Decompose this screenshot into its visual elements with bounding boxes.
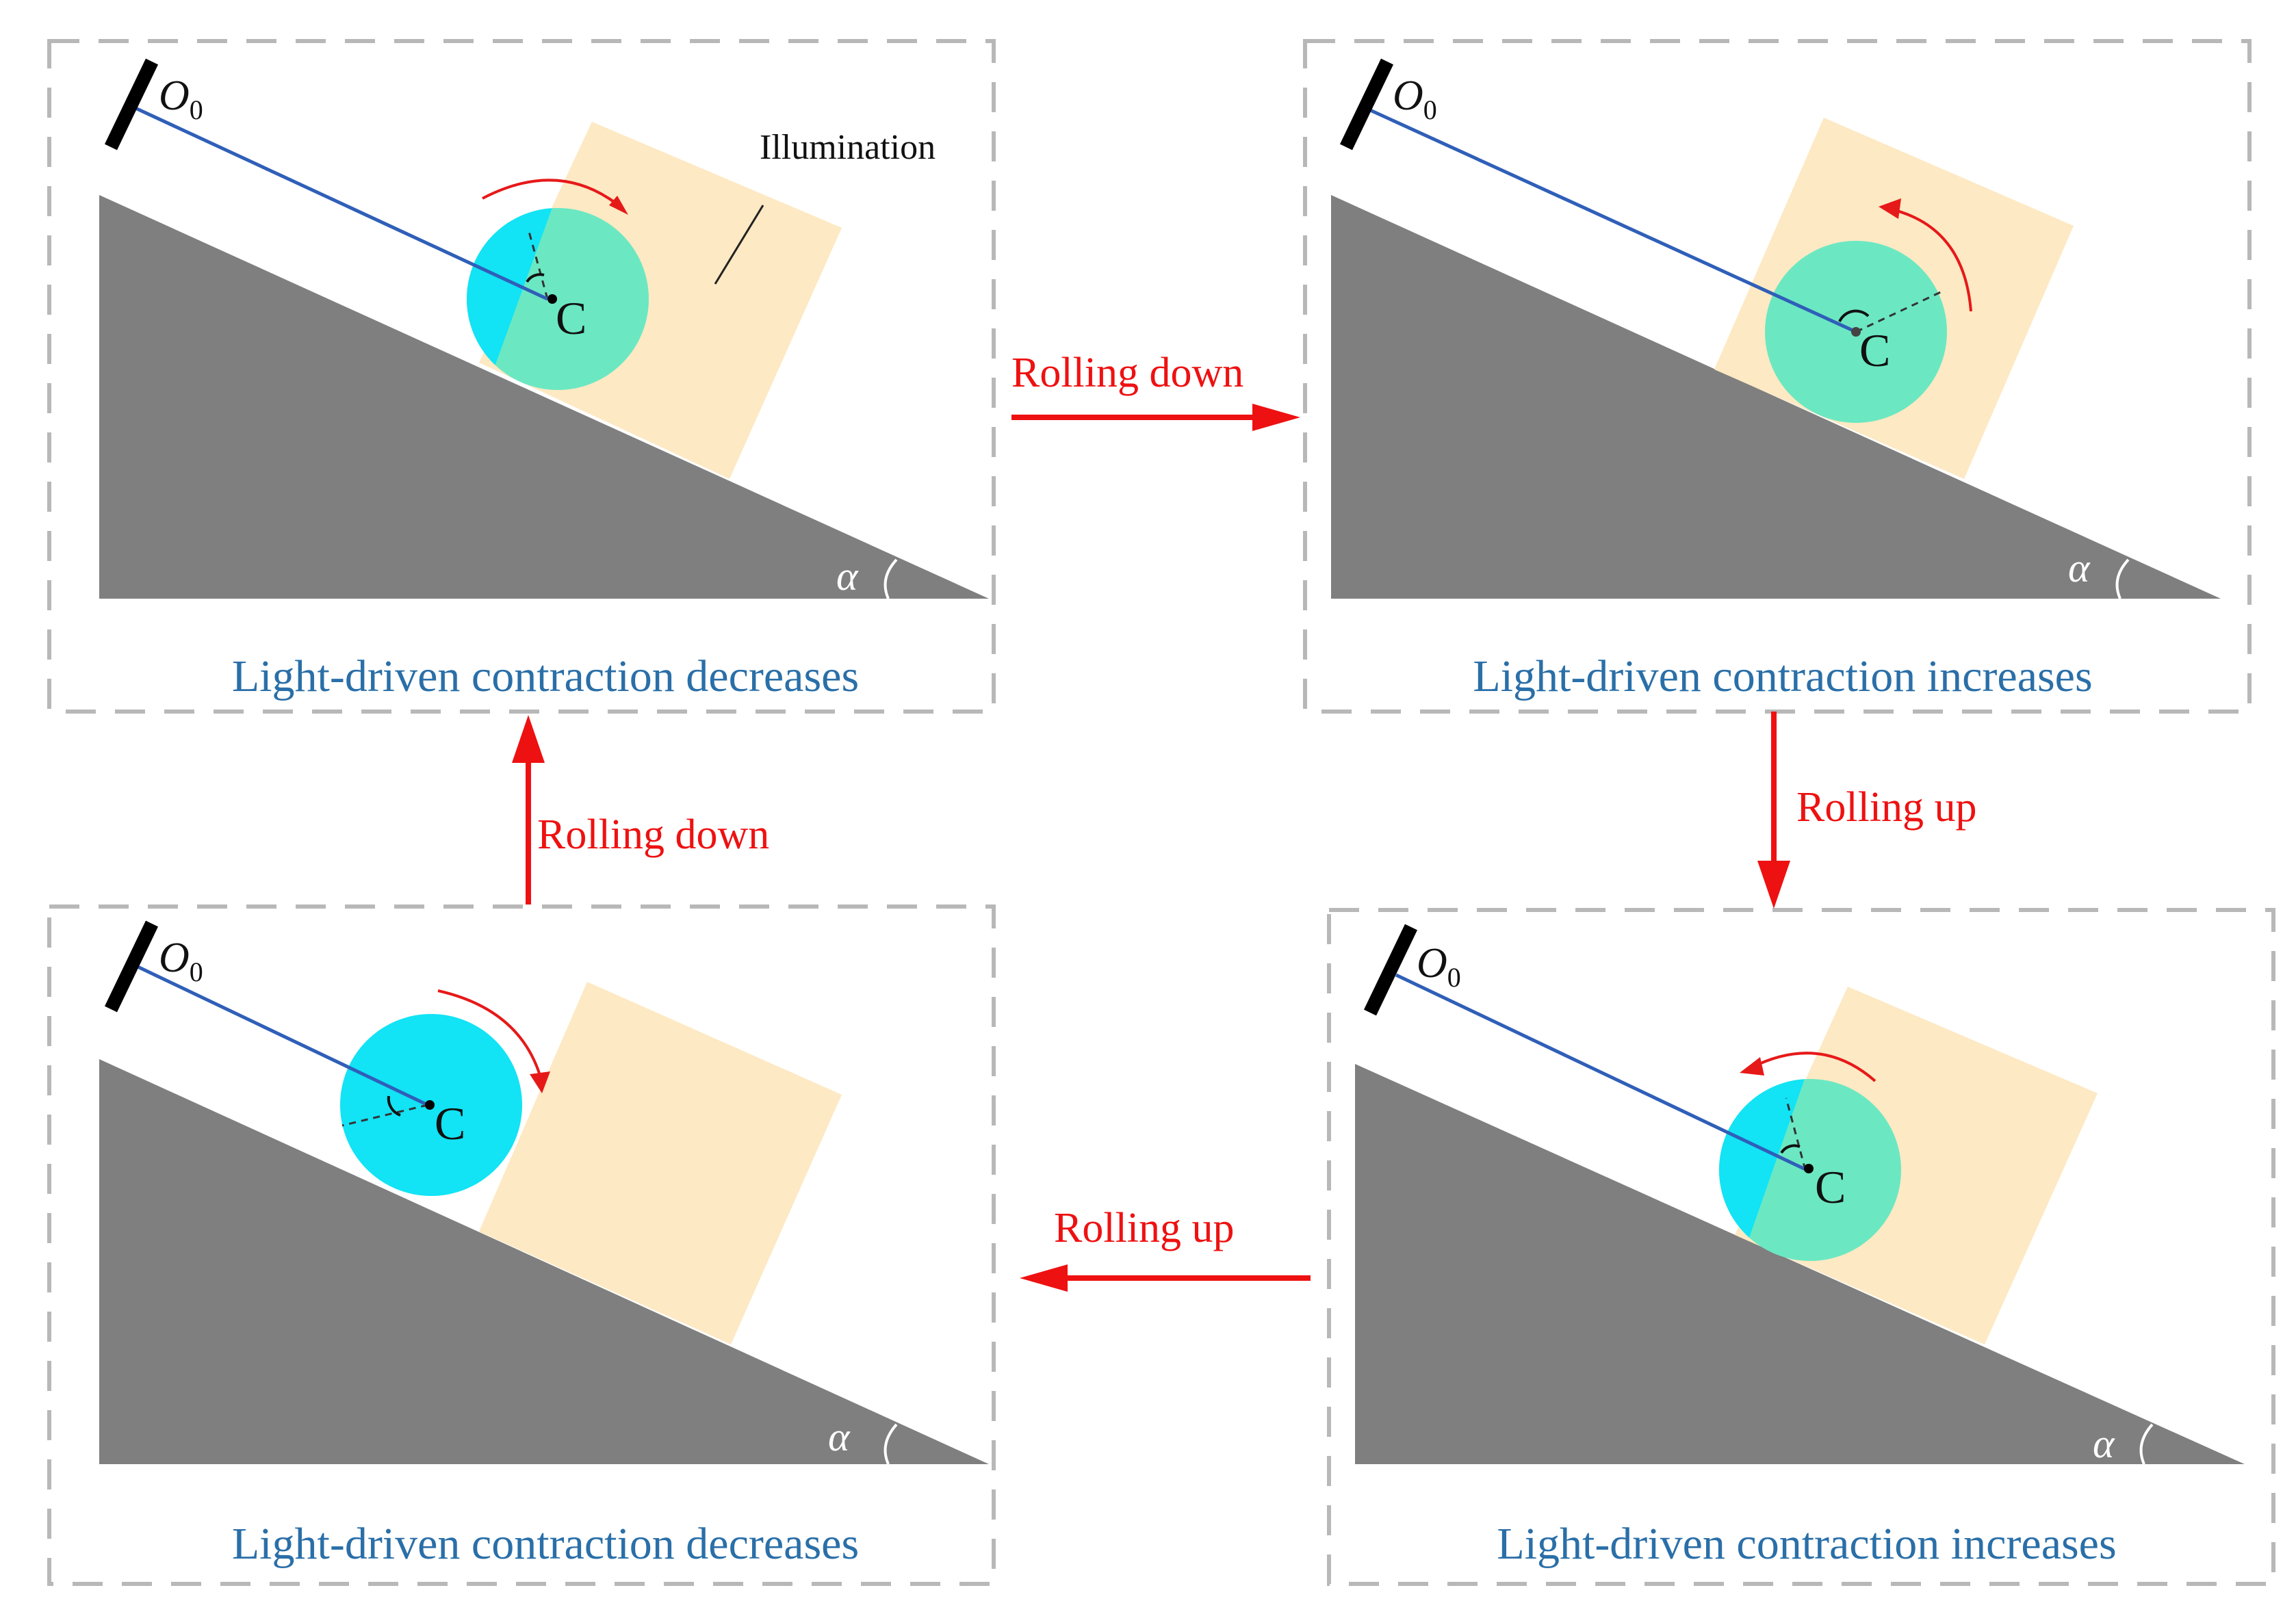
rotation-arrow-icon — [482, 179, 624, 210]
panel-top-left: Illumination O0 C α Light-driven contrac… — [47, 39, 996, 714]
incline-angle-arc — [2115, 558, 2130, 599]
incline — [99, 195, 989, 599]
arrow-head-icon — [1757, 861, 1790, 909]
incline — [1355, 1064, 2245, 1464]
incline — [99, 1059, 989, 1464]
panel-caption: Light-driven contraction decreases — [232, 1519, 859, 1569]
panel-border — [47, 904, 996, 1586]
center-label: C — [435, 1097, 465, 1149]
arrow-head-icon — [1020, 1264, 1068, 1292]
illumination-region — [479, 982, 842, 1344]
panel-bottom-right: O0 C α Light-driven contraction increase… — [1327, 908, 2275, 1586]
angle-marker — [387, 1095, 401, 1117]
panel-caption: Light-driven contraction increases — [1473, 651, 2092, 701]
center-dot — [425, 1100, 435, 1110]
incline-angle-label: α — [828, 1414, 851, 1459]
incline-angle-arc — [883, 1423, 898, 1465]
incline — [1331, 195, 2221, 599]
incline-angle-arc — [2139, 1423, 2154, 1465]
fixed-point-label: O0 — [159, 935, 203, 987]
rotation-arrow-icon — [1751, 1052, 1876, 1082]
incline-angle-label: α — [2093, 1421, 2115, 1466]
panel-border — [47, 39, 996, 714]
ball-radius-line — [341, 1104, 428, 1127]
angle-marker — [1838, 309, 1870, 322]
angle-marker — [1780, 1144, 1801, 1154]
center-label: C — [556, 292, 586, 344]
fiber — [132, 963, 429, 1107]
arrow-head-icon — [1252, 404, 1300, 431]
fixed-point-label: O0 — [1393, 73, 1437, 125]
center-dot — [1851, 327, 1861, 337]
fixed-support — [1339, 58, 1394, 151]
ball-radius-line — [1785, 1097, 1807, 1171]
panel-caption: Light-driven contraction decreases — [232, 651, 859, 701]
transition-label: Rolling down — [537, 811, 769, 858]
transition-top-right-to-bottom-right: Rolling up — [1757, 712, 1977, 909]
ball-radius-line — [1855, 289, 1944, 333]
transition-top-left-to-top-right: Rolling down — [1011, 350, 1300, 431]
panel-caption: Light-driven contraction increases — [1497, 1519, 2116, 1569]
rotation-arrow-head — [1740, 1057, 1764, 1076]
rotation-arrow-head — [1879, 198, 1901, 219]
fiber — [125, 102, 549, 301]
transition-bottom-left-to-top-left: Rolling down — [512, 715, 769, 904]
fixed-support — [104, 920, 159, 1013]
transition-bottom-right-to-bottom-left: Rolling up — [1020, 1205, 1311, 1292]
fixed-support — [1363, 924, 1418, 1016]
illumination-leader — [714, 205, 764, 285]
rotation-arrow-icon — [1888, 207, 1972, 312]
illumination-label: Illumination — [760, 128, 936, 167]
angle-marker — [526, 273, 545, 283]
panel-top-right: O0 C α Light-driven contraction increase… — [1303, 39, 2252, 714]
panel-border — [1303, 39, 2252, 714]
arrow-head-icon — [512, 715, 545, 763]
incline-angle-label: α — [2068, 545, 2091, 590]
fixed-point-label: O0 — [1417, 940, 1461, 993]
panel-bottom-left: O0 C α Light-driven contraction decrease… — [47, 904, 996, 1586]
transition-label: Rolling up — [1054, 1205, 1235, 1251]
fixed-point-label: O0 — [159, 73, 203, 125]
fiber — [1367, 107, 1857, 334]
rotation-arrow-head — [530, 1071, 550, 1093]
incline-angle-label: α — [836, 554, 859, 599]
transition-label: Rolling down — [1011, 350, 1243, 396]
rotation-arrow-icon — [437, 989, 542, 1078]
center-dot — [1804, 1164, 1814, 1173]
center-label: C — [1859, 324, 1890, 376]
fixed-support — [104, 58, 159, 151]
center-label: C — [1815, 1161, 1846, 1213]
incline-angle-arc — [883, 558, 898, 599]
transition-label: Rolling up — [1796, 784, 1977, 831]
fiber — [1395, 973, 1808, 1172]
center-dot — [547, 294, 557, 304]
rotation-arrow-head — [609, 196, 628, 215]
panel-border — [1327, 908, 2275, 1586]
